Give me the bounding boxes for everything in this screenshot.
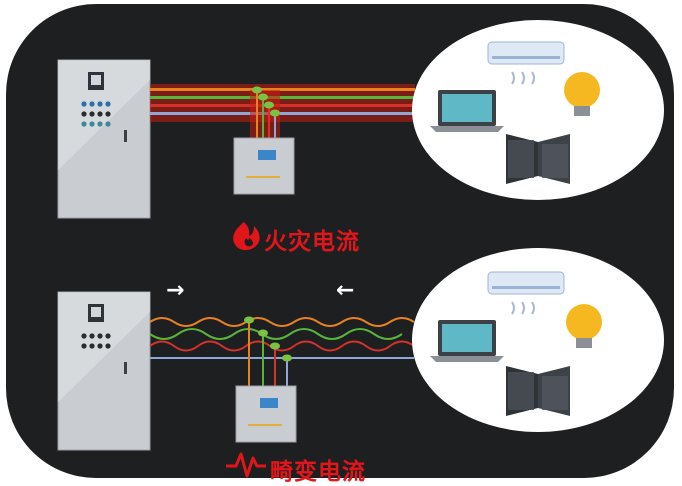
light-bulb-icon <box>564 72 600 116</box>
distribution-cabinet-top <box>57 59 151 219</box>
load-circle-top <box>412 20 664 200</box>
cabinet-buttons-top <box>81 101 111 127</box>
air-conditioner-icon <box>487 41 565 85</box>
wave-red <box>149 340 415 352</box>
wave-green <box>149 328 403 340</box>
laptop-icon <box>430 90 504 132</box>
harmonic-section <box>57 248 664 451</box>
air-conditioner-icon <box>487 271 565 315</box>
current-sensors-bottom <box>244 316 292 362</box>
fire-section <box>57 20 664 219</box>
detector-device-top <box>233 137 295 195</box>
wave-orange <box>149 317 415 327</box>
harmonic-current-label: 畸变电流 <box>270 459 366 485</box>
detector-device-bottom <box>235 385 297 443</box>
laptop-icon <box>430 320 504 362</box>
server-rack-icon <box>506 366 570 416</box>
load-circle-bottom <box>412 248 664 432</box>
light-bulb-icon <box>566 304 602 348</box>
cabinet-buttons-bottom <box>81 333 111 349</box>
pulse-wave-icon <box>226 452 266 478</box>
distribution-cabinet-bottom <box>57 291 151 451</box>
arrow-left: ← <box>336 278 355 303</box>
server-rack-icon <box>506 134 570 184</box>
fire-current-wires <box>150 84 415 140</box>
current-sensors-top <box>252 86 280 117</box>
fire-current-label: 火灾电流 <box>264 229 360 255</box>
arrow-right: → <box>166 278 185 303</box>
flame-icon <box>233 222 260 251</box>
